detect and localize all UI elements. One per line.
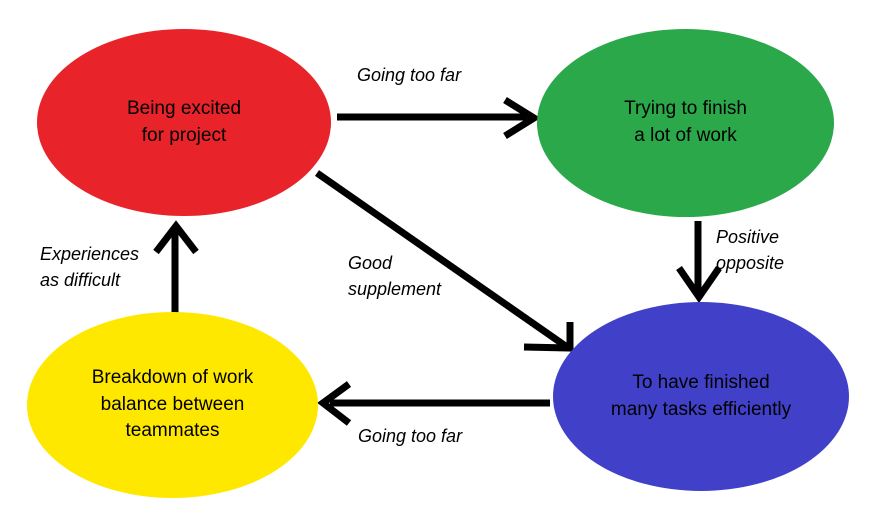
node-label: To have finished many tasks efficiently bbox=[610, 371, 792, 420]
node-being-excited-for-project[interactable]: Being excited for project bbox=[37, 29, 331, 216]
edge-yellow-to-red bbox=[153, 220, 199, 315]
edge-label-green-to-blue: Positive opposite bbox=[716, 227, 785, 274]
edge-red-to-green bbox=[337, 97, 541, 139]
node-breakdown-of-work-balance-between-teammates[interactable]: Breakdown of work balance between teamma… bbox=[27, 312, 318, 498]
node-label: Breakdown of work balance between teamma… bbox=[91, 366, 254, 442]
node-trying-to-finish-a-lot-of-work[interactable]: Trying to finish a lot of work bbox=[537, 29, 834, 217]
node-to-have-finished-many-tasks-efficiently[interactable]: To have finished many tasks efficiently bbox=[553, 302, 849, 491]
edge-label-red-to-blue: Good supplement bbox=[348, 253, 442, 300]
edge-blue-to-yellow bbox=[317, 381, 550, 426]
edge-label-red-to-green: Going too far bbox=[357, 65, 462, 85]
node-label: Being excited for project bbox=[126, 97, 242, 146]
edge-green-to-blue bbox=[676, 221, 722, 304]
node-label: Trying to finish a lot of work bbox=[624, 98, 747, 146]
edge-label-yellow-to-red: Experiences as difficult bbox=[40, 244, 140, 291]
edge-label-blue-to-yellow: Going too far bbox=[358, 426, 463, 446]
